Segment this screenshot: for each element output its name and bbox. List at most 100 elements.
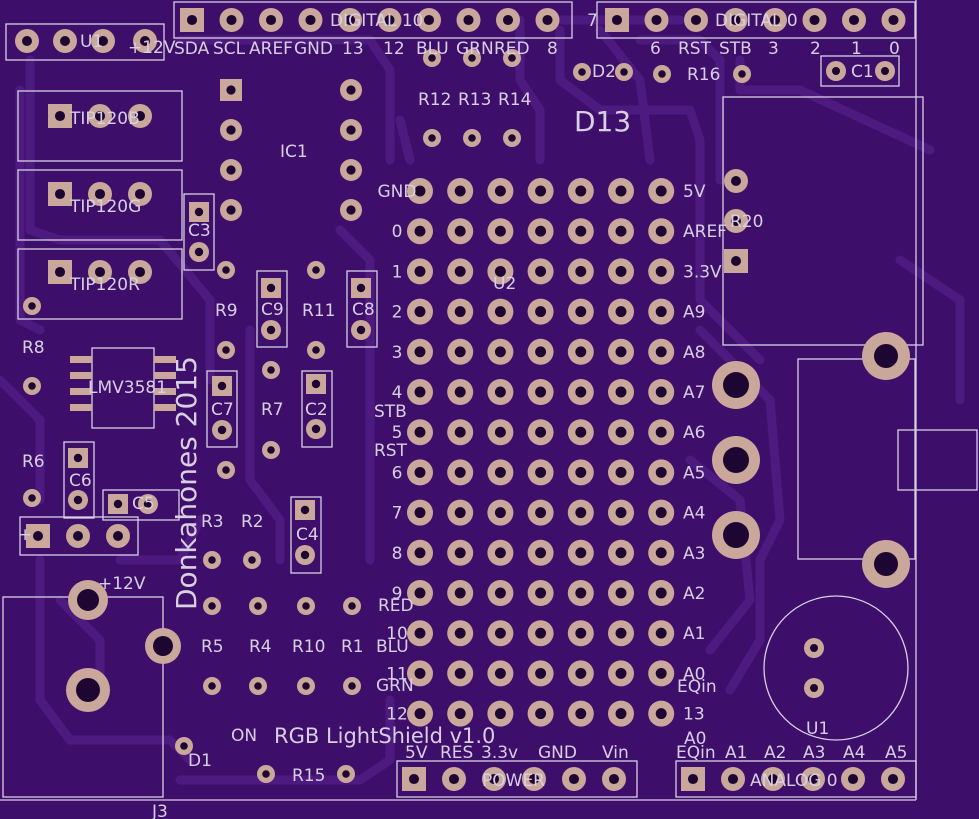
proto-hole [407, 379, 433, 405]
proto-hole [648, 258, 675, 285]
analog-pin [881, 767, 905, 791]
digital-top-seven: 7 [587, 11, 598, 31]
r9-label: R9 [215, 301, 238, 321]
proto-grid [407, 178, 675, 727]
c9-label: C9 [261, 300, 284, 320]
proto-hole [608, 178, 634, 204]
proto-right-label: A5 [683, 463, 705, 483]
dc-jack-right [712, 332, 978, 588]
c1-footprint [820, 55, 900, 87]
proto-left-label: 11 [386, 664, 408, 684]
digital-right-pin [684, 8, 708, 32]
proto-hole [648, 620, 675, 647]
digital-left-pin [417, 8, 441, 32]
r2-label: R2 [241, 512, 264, 532]
proto-hole [487, 700, 514, 727]
proto-hole [447, 218, 474, 245]
proto-hole [407, 419, 433, 446]
resistor-pin [203, 597, 221, 615]
eqin-label-1: EQin [677, 677, 717, 697]
proto-hole [567, 700, 594, 727]
proto-hole [527, 620, 554, 647]
proto-hole [567, 379, 594, 405]
c4-label: C4 [296, 525, 319, 545]
c6-label: C6 [69, 471, 92, 491]
analog-pin-label: EQin [676, 743, 716, 763]
proto-hole [527, 419, 554, 446]
digital-left-pin-label: 12 [383, 39, 405, 59]
capacitor-pin [212, 376, 232, 396]
proto-hole [567, 620, 594, 647]
digital-right-pin [644, 8, 669, 32]
proto-hole [447, 499, 474, 526]
rst-label: RST [374, 441, 408, 461]
plus-label: + [18, 525, 32, 545]
proto-hole [407, 218, 433, 245]
transistor-pin [88, 104, 112, 128]
proto-hole [407, 338, 433, 365]
proto-hole [608, 700, 634, 727]
digital-right-pin [723, 8, 748, 32]
power-pin-label: RES [440, 743, 473, 763]
proto-left-label: 2 [392, 303, 403, 323]
capacitor-footprints [63, 193, 378, 574]
c3-label: C3 [188, 221, 211, 241]
transistor-pin [88, 182, 112, 206]
digital-right-pin-label: 3 [768, 39, 779, 59]
analog-pin [721, 767, 745, 791]
proto-right-label: A4 [683, 504, 705, 524]
power-pin-label: 5V [405, 743, 428, 763]
r11-label: R11 [302, 301, 335, 321]
digital-right-name: DIGITAL 0 [715, 11, 798, 31]
proto-hole [447, 580, 474, 606]
transistor-pin [88, 260, 112, 284]
proto-hole [567, 539, 594, 566]
proto-hole [487, 338, 514, 365]
tip120r-label: TIP120R [69, 275, 140, 295]
u1-header [5, 23, 165, 61]
proto-hole [447, 379, 474, 405]
proto-left-label: 10 [386, 624, 408, 644]
proto-hole [447, 700, 474, 727]
resistor-pin [262, 361, 280, 379]
proto-hole [447, 660, 474, 687]
proto-hole [567, 338, 594, 365]
power-pin [602, 767, 626, 791]
proto-hole [527, 338, 554, 365]
digital-right-pin [605, 8, 629, 32]
digital-left-pin [535, 8, 560, 32]
digital-left-pin-label: RED [494, 39, 530, 59]
proto-hole [527, 298, 554, 325]
proto-hole [487, 258, 514, 285]
capacitor-pin [189, 202, 209, 222]
proto-hole [527, 459, 554, 486]
proto-hole [407, 258, 433, 285]
capacitor-pin [306, 374, 326, 394]
proto-hole [567, 298, 594, 325]
transistor-pin [128, 104, 152, 128]
ic1-pin [340, 199, 362, 221]
power-pin [562, 767, 586, 791]
resistor-pin [217, 461, 235, 479]
proto-hole [527, 218, 554, 245]
proto-right-label: AREF [683, 222, 727, 242]
resistor-pin [343, 597, 361, 615]
proto-hole [648, 700, 675, 727]
plus-header [19, 516, 139, 556]
proto-hole [447, 298, 474, 325]
resistor-pads [23, 49, 751, 783]
capacitor-pin [212, 420, 232, 440]
ic1-footprint [220, 79, 362, 221]
proto-hole [447, 338, 474, 365]
board-title: RGB LightShield v1.0 [274, 724, 495, 748]
power-pin-label: Vin [602, 743, 629, 763]
digital-left-pin-label: BLU [416, 39, 449, 59]
proto-hole [487, 539, 514, 566]
resistor-pin [203, 677, 221, 695]
proto-right-label: A8 [683, 343, 705, 363]
j3-label: J3 [151, 802, 168, 819]
proto-hole [648, 580, 675, 606]
a0-label-bottom: A0 [684, 729, 706, 749]
resistor-pin [297, 597, 315, 615]
